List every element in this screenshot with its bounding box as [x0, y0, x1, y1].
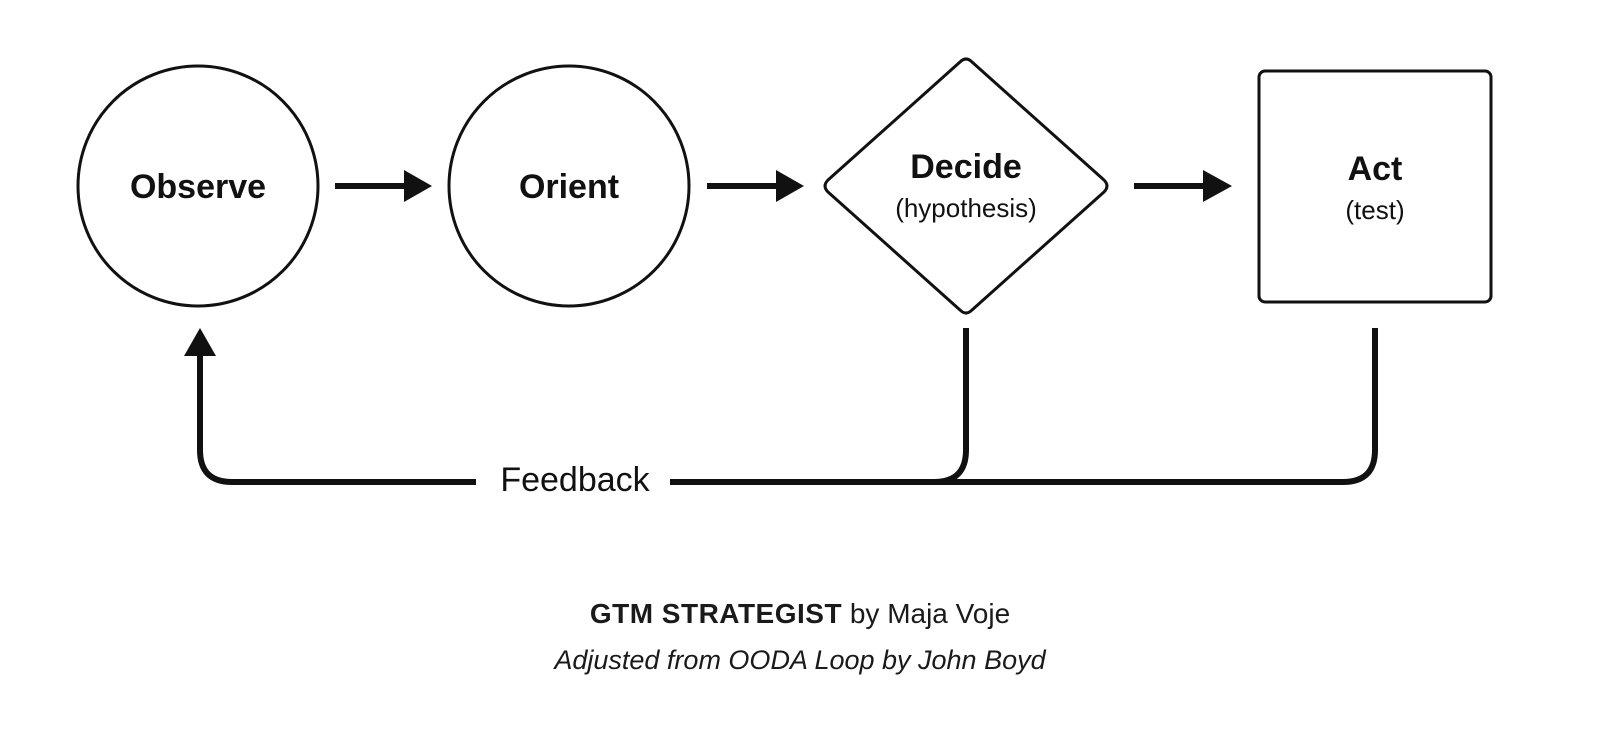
feedback-line-from-act: [670, 328, 1378, 485]
feedback-line-to-observe: [197, 352, 476, 485]
decide-label: Decide: [910, 148, 1022, 186]
feedback-label: Feedback: [500, 461, 650, 499]
orient-node: Orient: [447, 64, 691, 308]
orient-circle: [447, 64, 691, 308]
act-sublabel: (test): [1345, 195, 1404, 225]
feedback-line-from-decide: [900, 328, 969, 485]
act-label: Act: [1348, 150, 1403, 188]
act-node: Act (test): [1257, 69, 1493, 304]
source-note: Adjusted from OODA Loop by John Boyd: [554, 645, 1046, 675]
orient-label: Orient: [519, 168, 619, 206]
arrow-orient-to-decide: [707, 170, 804, 202]
feedback-loop: Feedback: [184, 328, 1378, 499]
decide-sublabel: (hypothesis): [895, 193, 1037, 223]
arrow-decide-to-act: [1134, 170, 1232, 202]
brand-name: GTM STRATEGIST: [589, 598, 843, 629]
observe-circle: [76, 64, 320, 308]
feedback-arrowhead: [184, 328, 216, 356]
observe-label: Observe: [130, 168, 266, 206]
observe-node: Observe: [76, 64, 320, 308]
arrow-observe-to-orient: [335, 170, 432, 202]
credit-line: GTM STRATEGIST by Maja Voje: [0, 598, 1600, 630]
decide-node: Decide (hypothesis): [823, 57, 1109, 315]
act-box: [1257, 69, 1493, 304]
decide-diamond: [823, 57, 1109, 315]
author-byline: by Maja Voje: [842, 598, 1011, 629]
